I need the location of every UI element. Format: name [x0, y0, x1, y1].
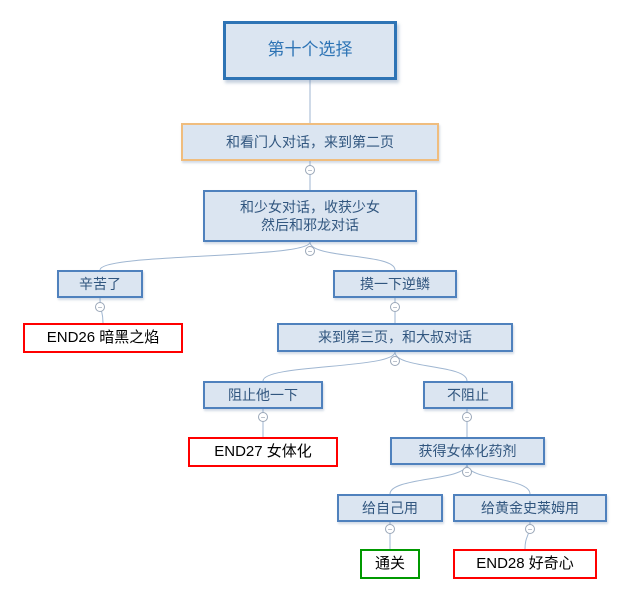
collapse-toggle-icon[interactable]: − — [258, 412, 268, 422]
node-use-on-slime[interactable]: 给黄金史莱姆用 — [453, 494, 607, 522]
node-clear-game[interactable]: 通关 — [360, 549, 420, 579]
collapse-toggle-icon[interactable]: − — [95, 302, 105, 312]
node-talk-gatekeeper[interactable]: 和看门人对话，来到第二页 — [181, 123, 439, 161]
node-step1-label: 和看门人对话，来到第二页 — [226, 133, 394, 150]
node-right1-label: 摸一下逆鳞 — [360, 275, 430, 292]
node-nostop-label: 不阻止 — [447, 386, 489, 403]
node-end26[interactable]: END26 暗黑之焰 — [23, 323, 183, 353]
collapse-toggle-icon[interactable]: − — [462, 412, 472, 422]
node-left1-label: 辛苦了 — [79, 275, 121, 292]
node-potion-label: 获得女体化药剂 — [418, 442, 517, 459]
collapse-toggle-icon[interactable]: − — [305, 246, 315, 256]
node-step2-label: 和少女对话，收获少女 然后和邪龙对话 — [240, 198, 380, 233]
node-stop-him[interactable]: 阻止他一下 — [203, 381, 323, 409]
collapse-toggle-icon[interactable]: − — [305, 165, 315, 175]
node-end26-label: END26 暗黑之焰 — [46, 329, 160, 347]
node-end28-label: END28 好奇心 — [476, 555, 574, 573]
node-stop-label: 阻止他一下 — [228, 386, 298, 403]
node-step3-label: 来到第三页，和大叔对话 — [318, 329, 472, 346]
node-slime-label: 给黄金史莱姆用 — [481, 499, 579, 516]
node-root-label: 第十个选择 — [267, 40, 353, 60]
collapse-toggle-icon[interactable]: − — [390, 302, 400, 312]
node-end27-label: END27 女体化 — [214, 443, 312, 461]
collapse-toggle-icon[interactable]: − — [385, 524, 395, 534]
node-get-potion[interactable]: 获得女体化药剂 — [390, 437, 545, 465]
node-page3-talk-uncle[interactable]: 来到第三页，和大叔对话 — [277, 323, 513, 352]
node-end28[interactable]: END28 好奇心 — [453, 549, 597, 579]
node-good-work[interactable]: 辛苦了 — [57, 270, 143, 298]
node-talk-girl-dragon[interactable]: 和少女对话，收获少女 然后和邪龙对话 — [203, 190, 417, 242]
collapse-toggle-icon[interactable]: − — [525, 524, 535, 534]
node-dont-stop[interactable]: 不阻止 — [423, 381, 513, 409]
node-end27[interactable]: END27 女体化 — [188, 437, 338, 467]
node-pass-label: 通关 — [374, 555, 405, 573]
node-use-on-self[interactable]: 给自己用 — [337, 494, 443, 522]
node-self-label: 给自己用 — [362, 499, 418, 516]
collapse-toggle-icon[interactable]: − — [390, 356, 400, 366]
node-root-choice-title[interactable]: 第十个选择 — [223, 21, 397, 80]
node-touch-scale[interactable]: 摸一下逆鳞 — [333, 270, 457, 298]
collapse-toggle-icon[interactable]: − — [462, 467, 472, 477]
